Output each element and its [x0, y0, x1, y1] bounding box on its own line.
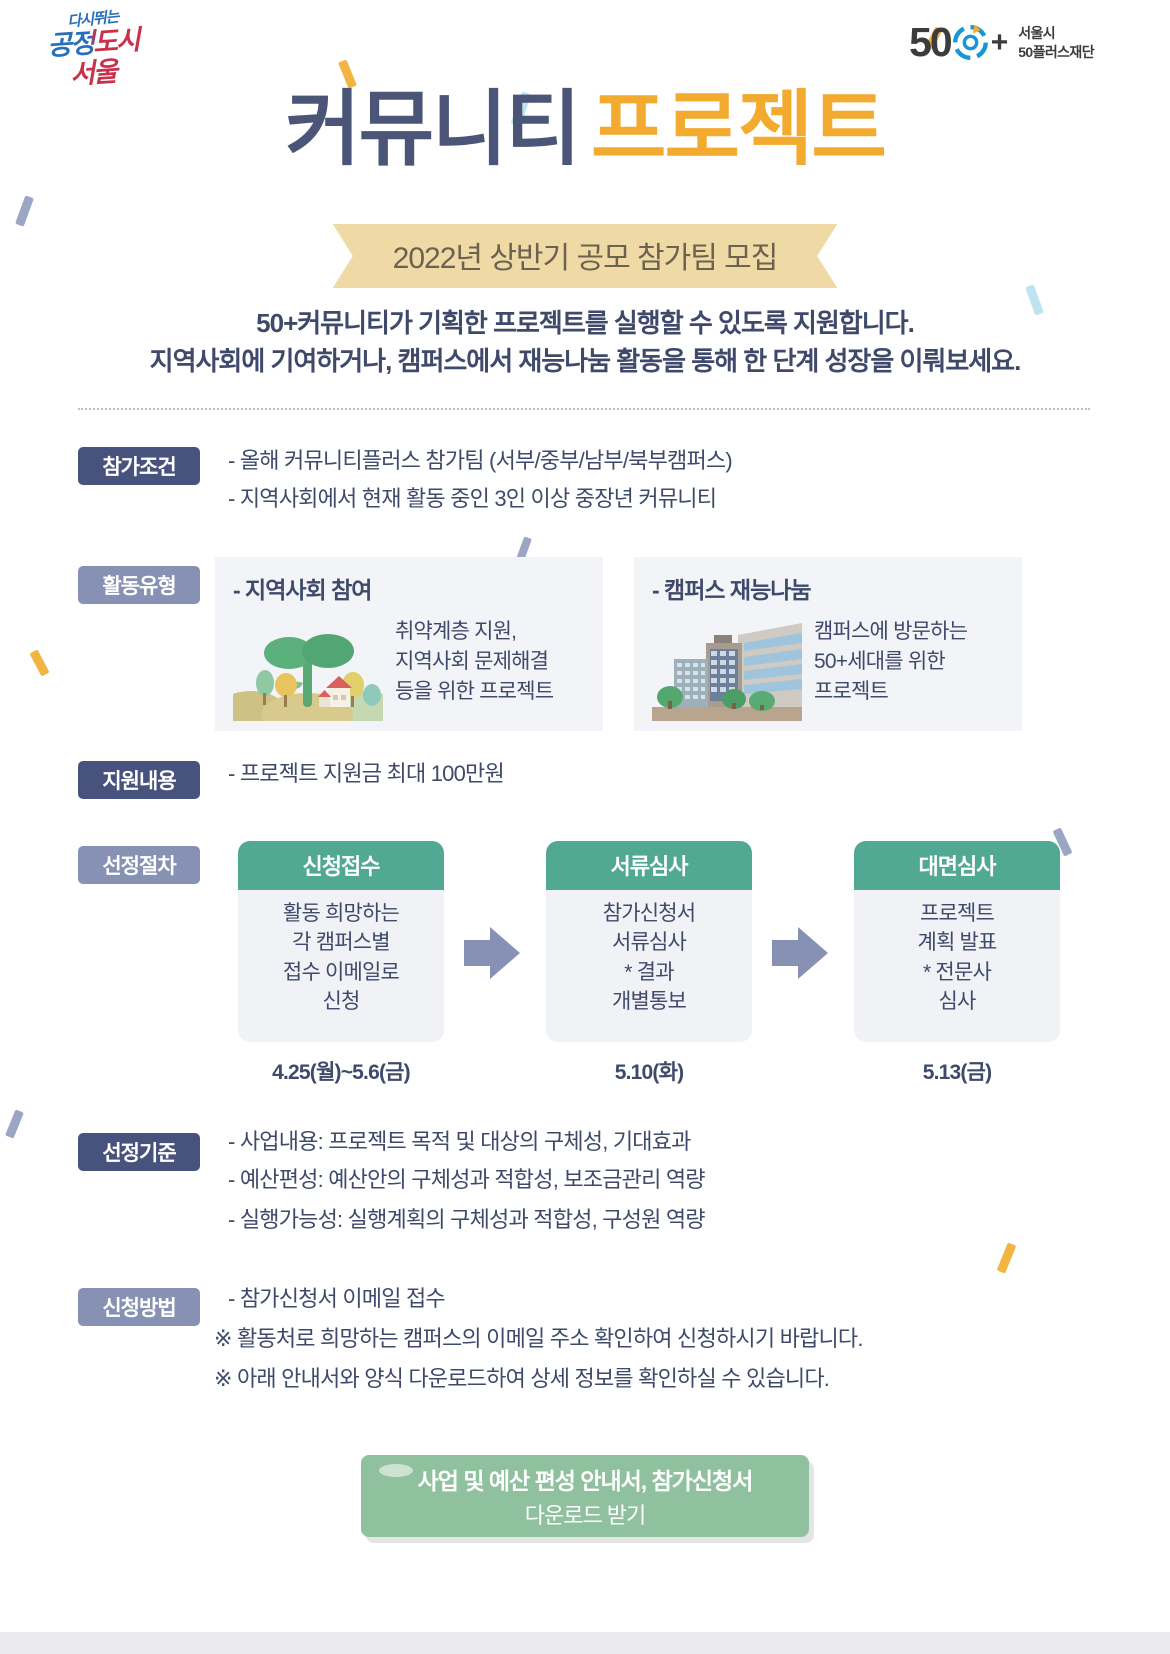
activity-card-community: - 지역사회 참여: [215, 557, 603, 737]
campus-building-illustration: [652, 613, 802, 721]
process-step-line: * 결과: [624, 960, 674, 984]
process-step-body: 활동 희망하는 각 캠퍼스별 접수 이메일로 신청: [238, 890, 444, 1042]
process-step-date: 5.13(금): [922, 1061, 992, 1084]
process-step-body: 프로젝트 계획 발표 * 전문사 심사: [854, 890, 1060, 1042]
process-step-line: 심사: [938, 990, 976, 1014]
activity-desc-line: 프로젝트: [814, 679, 889, 703]
support-item-1: - 프로젝트 지원금 최대 100만원: [228, 761, 505, 786]
process-step-body: 참가신청서 서류심사 * 결과 개별통보: [546, 890, 752, 1042]
confetti-stroke: [996, 1242, 1017, 1274]
process-step-line: 서류심사: [611, 931, 687, 955]
foundation-line1: 서울시: [1018, 24, 1056, 41]
section-divider: [78, 408, 1090, 410]
activity-desc-line: 지역사회 문제해결: [395, 649, 549, 673]
label-apply: 신청방법: [78, 1288, 200, 1326]
process-step-line: * 전문사: [923, 960, 992, 984]
activity-card-description: 캠퍼스에 방문하는 50+세대를 위한 프로젝트: [814, 613, 968, 706]
apply-note-2: ※ 아래 안내서와 양식 다운로드하여 상세 정보를 확인하실 수 있습니다.: [214, 1366, 830, 1391]
criteria-item-2: - 예산편성: 예산안의 구체성과 적합성, 보조금관리 역량: [228, 1167, 706, 1192]
activity-desc-line: 캠퍼스에 방문하는: [814, 620, 968, 643]
subtitle-text: 2022년 상반기 공모 참가팀 모집: [392, 242, 779, 275]
activity-desc-line: 50+세대를 위한: [814, 649, 946, 673]
lead-line-2: 지역사회에 기여하거나, 캠퍼스에서 재능나눔 활동을 통해 한 단계 성장을 …: [149, 345, 1022, 376]
lead-line-1: 50+커뮤니티가 기획한 프로젝트를 실행할 수 있도록 지원합니다.: [256, 308, 915, 338]
fifty-plus-foundation-logo: 50 + 서울시 50플러스재단: [909, 22, 1095, 63]
criteria-item-1: - 사업내용: 프로젝트 목적 및 대상의 구체성, 기대효과: [228, 1129, 691, 1154]
process-step-line: 개별통보: [611, 990, 687, 1014]
subtitle-ribbon: 2022년 상반기 공모 참가팀 모집: [332, 224, 838, 288]
activity-desc-line: 등을 위한 프로젝트: [395, 679, 554, 703]
lead-paragraph: 50+커뮤니티가 기획한 프로젝트를 실행할 수 있도록 지원합니다. 지역사회…: [0, 305, 1170, 380]
label-eligibility: 참가조건: [78, 447, 200, 485]
confetti-stroke: [5, 1109, 24, 1139]
process-step-line: 프로젝트: [919, 902, 995, 925]
process-step-application: 신청접수 활동 희망하는 각 캠퍼스별 접수 이메일로 신청 4.25(월)~5…: [238, 841, 444, 1086]
activity-card-description: 취약계층 지원, 지역사회 문제해결 등을 위한 프로젝트: [395, 613, 554, 706]
criteria-item-3: - 실행가능성: 실행계획의 구체성과 적합성, 구성원 역량: [228, 1207, 706, 1232]
footer-band: [0, 1632, 1170, 1654]
label-process: 선정절차: [78, 846, 200, 884]
title-part-project: 프로젝트: [591, 84, 887, 175]
tree-village-illustration: [215, 613, 403, 737]
activity-card-campus: - 캠퍼스 재능나눔: [634, 557, 1022, 731]
process-step-title: 신청접수: [238, 841, 444, 890]
process-step-line: 활동 희망하는: [282, 902, 400, 925]
download-button-line2: 다운로드 받기: [524, 1503, 647, 1528]
confetti-stroke: [15, 195, 34, 227]
label-activity-type: 활동유형: [78, 566, 200, 604]
process-step-document-review: 서류심사 참가신청서 서류심사 * 결과 개별통보 5.10(화): [546, 841, 752, 1086]
process-step-title: 서류심사: [546, 841, 752, 890]
download-button[interactable]: 사업 및 예산 편성 안내서, 참가신청서 다운로드 받기: [361, 1455, 809, 1537]
activity-card-title: - 캠퍼스 재능나눔: [652, 577, 812, 603]
arrow-right-icon: [772, 927, 828, 979]
button-gleam: [379, 1464, 413, 1477]
process-step-line: 참가신청서: [602, 902, 696, 925]
activity-desc-line: 취약계층 지원,: [395, 620, 517, 643]
apply-note-1: ※ 활동처로 희망하는 캠퍼스의 이메일 주소 확인하여 신청하시기 바랍니다.: [214, 1326, 863, 1351]
fifty-ring-icon: [952, 24, 989, 61]
process-step-line: 접수 이메일로: [282, 960, 400, 984]
label-criteria: 선정기준: [78, 1133, 200, 1171]
confetti-stroke: [29, 649, 50, 677]
eligibility-item-2: - 지역사회에서 현재 활동 중인 3인 이상 중장년 커뮤니티: [228, 486, 717, 511]
foundation-line2: 50플러스재단: [1018, 43, 1094, 60]
process-step-date: 5.10(화): [614, 1061, 684, 1084]
selection-process-flow: 신청접수 활동 희망하는 각 캠퍼스별 접수 이메일로 신청 4.25(월)~5…: [238, 841, 1060, 1086]
process-step-date: 4.25(월)~5.6(금): [272, 1061, 411, 1084]
arrow-right-icon: [464, 927, 520, 979]
download-button-line1: 사업 및 예산 편성 안내서, 참가신청서: [417, 1468, 754, 1494]
eligibility-item-1: - 올해 커뮤니티플러스 참가팀 (서부/중부/남부/북부캠퍼스): [228, 448, 733, 473]
title-part-community: 커뮤니티: [285, 84, 581, 175]
process-step-line: 계획 발표: [917, 931, 997, 955]
process-step-line: 신청: [322, 990, 360, 1014]
label-support: 지원내용: [78, 761, 200, 799]
fifty-mark-number: 50: [909, 19, 953, 65]
apply-item-1: - 참가신청서 이메일 접수: [228, 1286, 446, 1311]
foundation-name: 서울시 50플러스재단: [1018, 24, 1094, 62]
process-step-title: 대면심사: [854, 841, 1060, 890]
process-step-interview: 대면심사 프로젝트 계획 발표 * 전문사 심사 5.13(금): [854, 841, 1060, 1086]
fifty-mark-plus: +: [990, 25, 1009, 59]
activity-card-title: - 지역사회 참여: [233, 577, 372, 603]
fifty-plus-mark: 50 +: [909, 22, 1008, 63]
process-step-line: 각 캠퍼스별: [292, 931, 390, 955]
